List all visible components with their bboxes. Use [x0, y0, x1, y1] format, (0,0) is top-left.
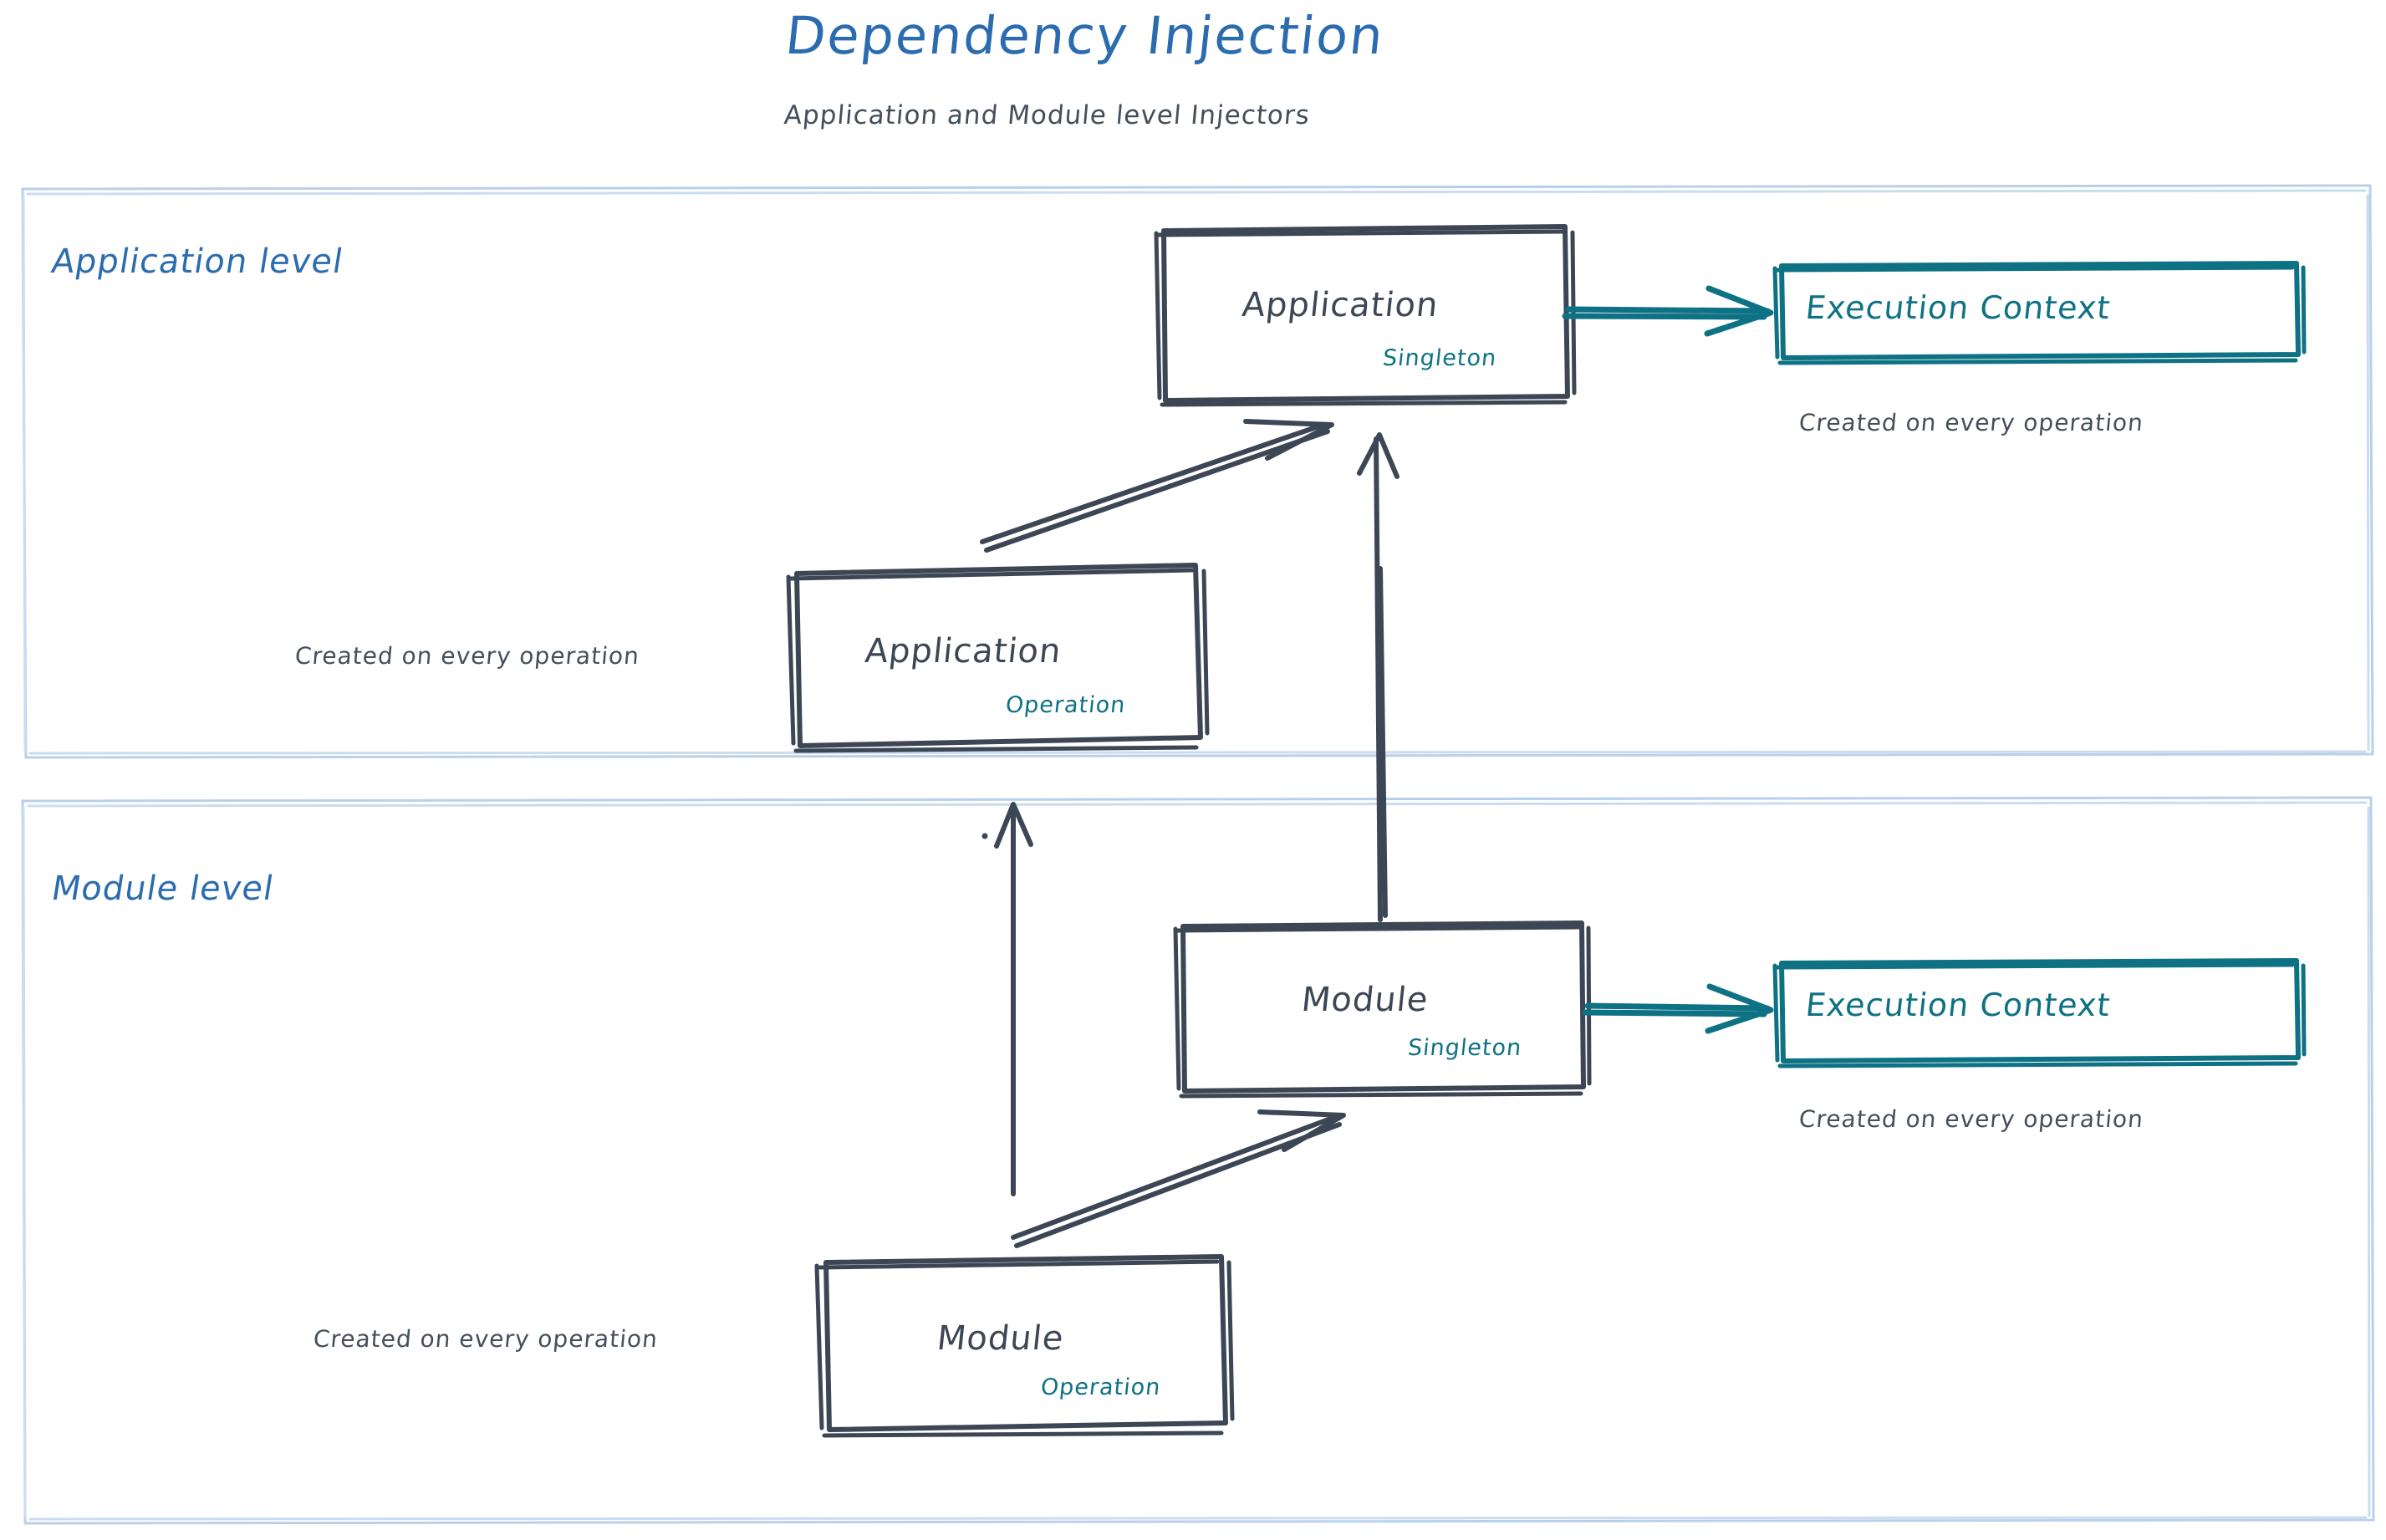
section-label-application-level: Application level — [48, 242, 346, 281]
edge-module-operation-to-module-singleton — [1011, 1109, 1346, 1248]
section-label-module-level: Module level — [48, 869, 277, 908]
page-title: Dependency Injection — [783, 5, 1388, 66]
edge-module-singleton-to-app-singleton — [1357, 432, 1399, 922]
edge-app-singleton-to-execution-context — [1562, 285, 1774, 337]
caption-module-operation: Created on every operation — [312, 1325, 660, 1353]
node-label-execution-context-module: Execution Context — [1803, 987, 2113, 1023]
node-label-application-operation: Application — [863, 632, 1063, 671]
edge-app-operation-to-app-singleton — [980, 419, 1334, 839]
node-box-application-singleton[interactable] — [1154, 224, 1577, 407]
page-subtitle: Application and Module level Injectors — [783, 100, 1312, 130]
node-scope-application-singleton: Singleton — [1381, 345, 1498, 371]
edge-module-singleton-to-execution-context — [1582, 983, 1774, 1034]
node-box-application-operation[interactable] — [786, 563, 1210, 753]
node-label-module-operation: Module — [935, 1319, 1066, 1358]
node-label-execution-context-app: Execution Context — [1803, 289, 2113, 326]
node-box-module-operation[interactable] — [814, 1254, 1235, 1438]
caption-execution-context-app: Created on every operation — [1797, 409, 2145, 436]
node-scope-module-operation: Operation — [1039, 1374, 1163, 1400]
caption-execution-context-module: Created on every operation — [1797, 1105, 2145, 1133]
node-scope-application-operation: Operation — [1004, 692, 1128, 718]
node-scope-module-singleton: Singleton — [1406, 1035, 1523, 1061]
caption-application-operation: Created on every operation — [293, 642, 641, 670]
edge-module-operation-to-app-operation — [994, 802, 1033, 1196]
node-box-execution-context-module[interactable] — [1772, 958, 2307, 1068]
section-container-module-level — [21, 796, 2375, 1525]
node-label-module-singleton: Module — [1299, 981, 1430, 1019]
section-container-application-level — [21, 184, 2374, 759]
node-label-application-singleton: Application — [1240, 286, 1440, 324]
node-box-execution-context-app[interactable] — [1772, 261, 2307, 365]
